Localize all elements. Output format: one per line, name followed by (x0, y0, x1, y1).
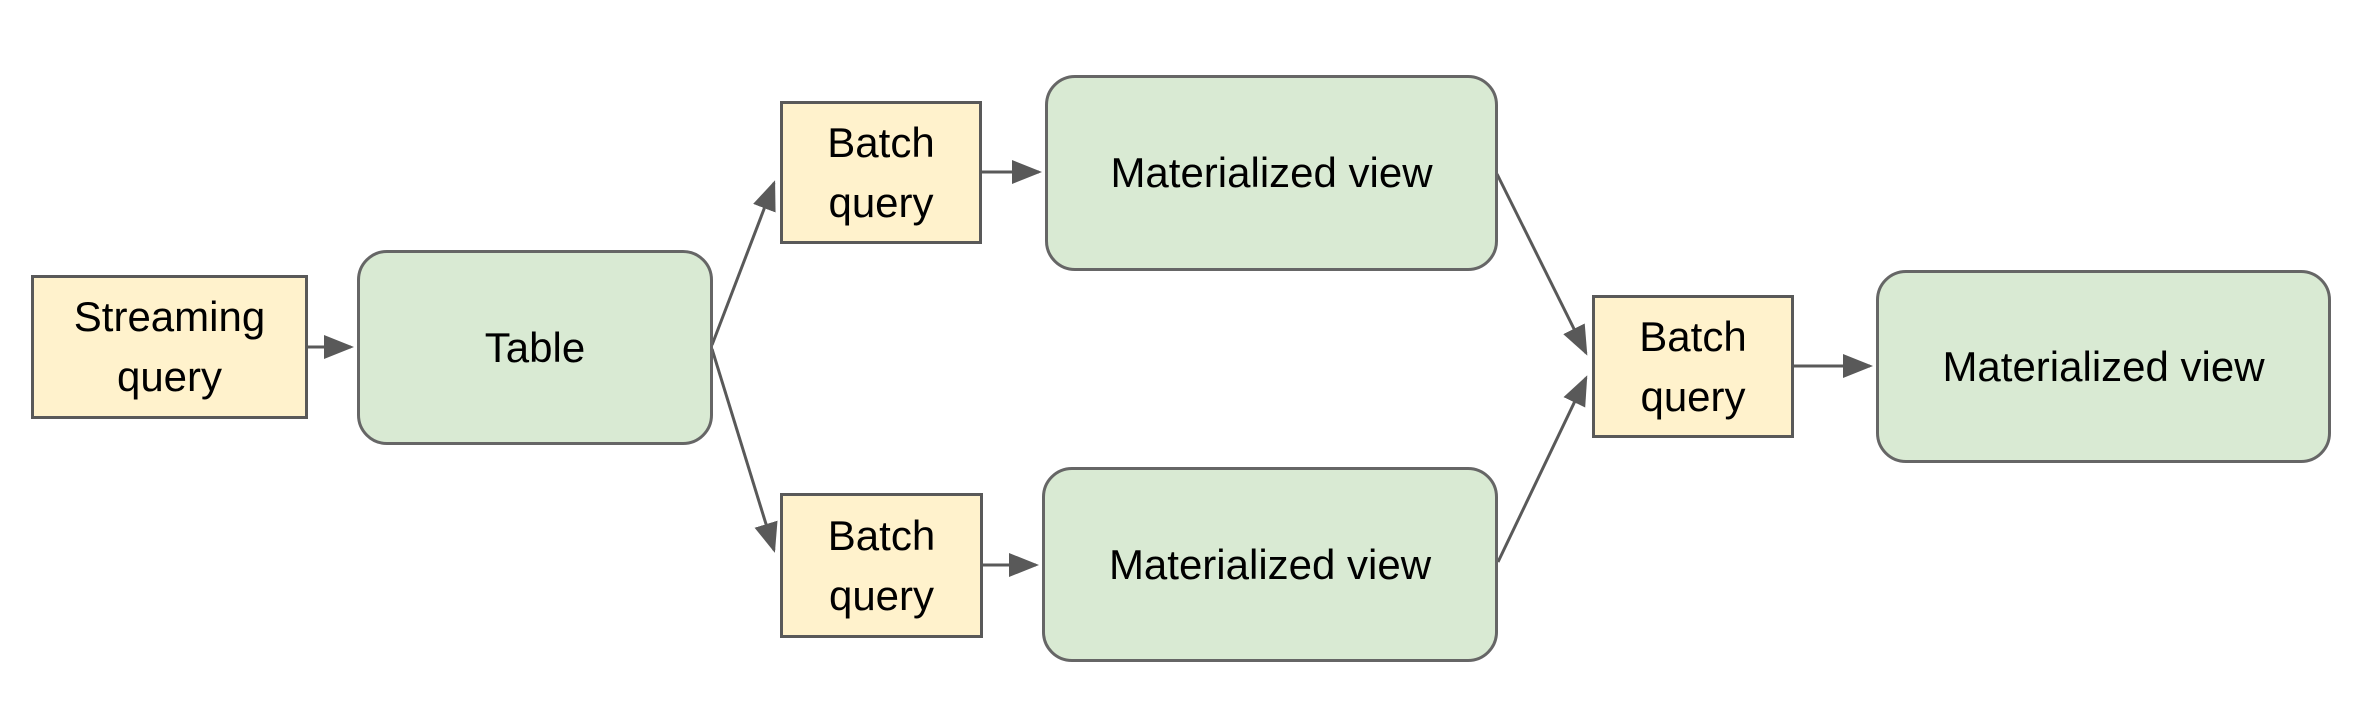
edge-materialized-view-bottom-to-batch-query-final (1496, 375, 1588, 563)
node-table: Table (357, 250, 713, 445)
edge-table-to-batch-query-top (710, 180, 776, 346)
edge-materialized-view-top-to-batch-query-final (1495, 173, 1588, 356)
node-materialized-view-final: Materialized view (1876, 270, 2331, 463)
node-batch-query-top: Batch query (780, 101, 982, 244)
node-batch-query-final: Batch query (1592, 295, 1794, 438)
node-streaming-query: Streaming query (31, 275, 308, 419)
edge-table-to-batch-query-bottom (710, 348, 778, 553)
node-materialized-view-top: Materialized view (1045, 75, 1498, 271)
node-batch-query-bottom: Batch query (780, 493, 983, 638)
node-materialized-view-bottom: Materialized view (1042, 467, 1498, 662)
